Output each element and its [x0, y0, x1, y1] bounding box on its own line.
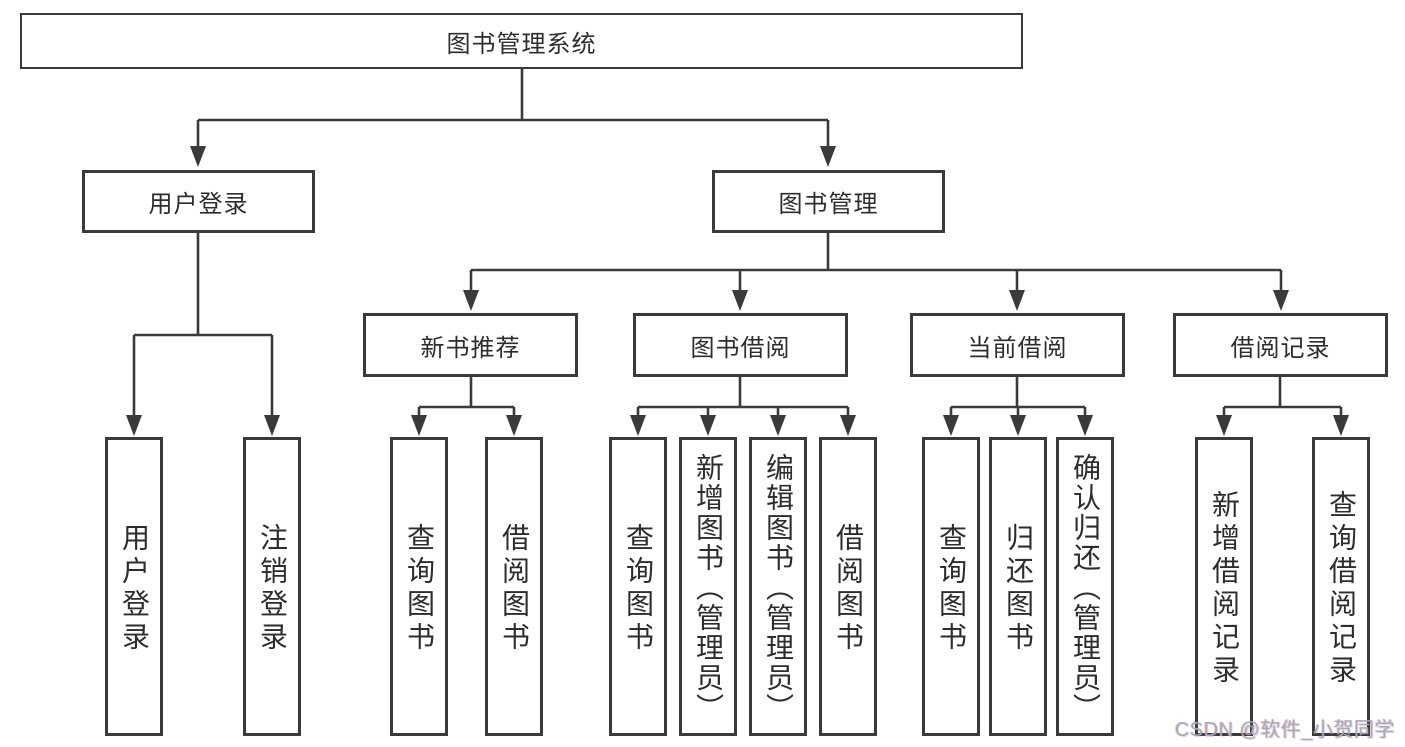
arrowhead-icon [506, 415, 522, 436]
connector-lines [132, 69, 1343, 417]
arrowhead-icon [1273, 290, 1289, 311]
node-label: 用户登录 [119, 523, 150, 655]
arrowhead-icon [411, 415, 427, 436]
node-label: 注销登录 [257, 523, 288, 655]
node-label: 图书管理系统 [446, 30, 597, 58]
node-label: 当前借阅 [967, 334, 1068, 362]
arrowhead-icon [700, 415, 716, 436]
arrowhead-icon [770, 415, 786, 436]
node-rec-borrow-books: 借阅图书 [485, 437, 543, 736]
arrowhead-icon [943, 415, 959, 436]
node-book-management: 图书管理 [712, 170, 945, 233]
node-label: 查询图书 [623, 523, 654, 655]
node-label: 用户登录 [148, 191, 249, 218]
node-borrowing-records: 借阅记录 [1173, 313, 1388, 377]
node-label: 图书借阅 [690, 334, 791, 362]
node-label: 新增图书（管理员） [693, 452, 724, 723]
arrowhead-icon [1216, 415, 1232, 436]
arrowheads [126, 146, 1349, 436]
arrowhead-icon [190, 146, 206, 167]
node-bb-query-books: 查询图书 [609, 437, 667, 736]
node-current-borrowing: 当前借阅 [910, 313, 1125, 377]
node-label: 查询借阅记录 [1326, 490, 1357, 688]
node-label: 查询图书 [404, 523, 435, 655]
node-label: 归还图书 [1003, 523, 1034, 655]
arrowhead-icon [732, 290, 748, 311]
arrowhead-icon [630, 415, 646, 436]
node-label: 确认归还（管理员） [1070, 452, 1101, 723]
node-label: 新书推荐 [420, 334, 521, 362]
node-label: 编辑图书（管理员） [763, 452, 794, 723]
node-logout-action: 注销登录 [243, 437, 301, 736]
node-rec-query-books: 查询图书 [390, 437, 448, 736]
node-label: 借阅图书 [833, 523, 864, 655]
node-label: 图书管理 [778, 191, 879, 218]
connector-root-to-level2 [196, 69, 830, 148]
arrowhead-icon [1010, 415, 1026, 436]
arrowhead-icon [840, 415, 856, 436]
arrowhead-icon [1009, 290, 1025, 311]
node-label: 新增借阅记录 [1209, 490, 1240, 688]
node-library-management-system: 图书管理系统 [20, 13, 1023, 69]
node-user-login: 用户登录 [82, 170, 315, 233]
node-bb-add-books-admin: 新增图书（管理员） [679, 437, 737, 736]
arrowhead-icon [820, 146, 836, 167]
connector-book-mgmt-to-level3 [469, 233, 1283, 292]
arrowhead-icon [264, 415, 280, 436]
node-br-query-record: 查询借阅记录 [1312, 437, 1370, 736]
node-bb-edit-books-admin: 编辑图书（管理员） [749, 437, 807, 736]
connector-book-borrow-children [636, 377, 850, 417]
node-user-login-action: 用户登录 [105, 437, 163, 736]
node-br-add-record: 新增借阅记录 [1195, 437, 1253, 736]
connector-borrow-record-children [1222, 377, 1343, 417]
arrowhead-icon [126, 415, 142, 436]
node-cb-return-books: 归还图书 [989, 437, 1047, 736]
node-cb-query-books: 查询图书 [922, 437, 980, 736]
arrowhead-icon [463, 290, 479, 311]
node-label: 借阅记录 [1230, 334, 1331, 362]
connector-user-login-children [132, 233, 274, 417]
connector-new-book-rec-children [417, 377, 516, 417]
connector-current-borrow-children [949, 377, 1087, 417]
node-book-borrowing: 图书借阅 [633, 313, 848, 377]
arrowhead-icon [1077, 415, 1093, 436]
node-label: 查询图书 [936, 523, 967, 655]
node-label: 借阅图书 [499, 523, 530, 655]
node-new-book-recommend: 新书推荐 [363, 313, 578, 377]
node-cb-confirm-return-admin: 确认归还（管理员） [1056, 437, 1114, 736]
arrowhead-icon [1333, 415, 1349, 436]
node-bb-borrow-books: 借阅图书 [819, 437, 877, 736]
csdn-watermark: CSDN @软件_小贺同学 [1174, 719, 1395, 741]
